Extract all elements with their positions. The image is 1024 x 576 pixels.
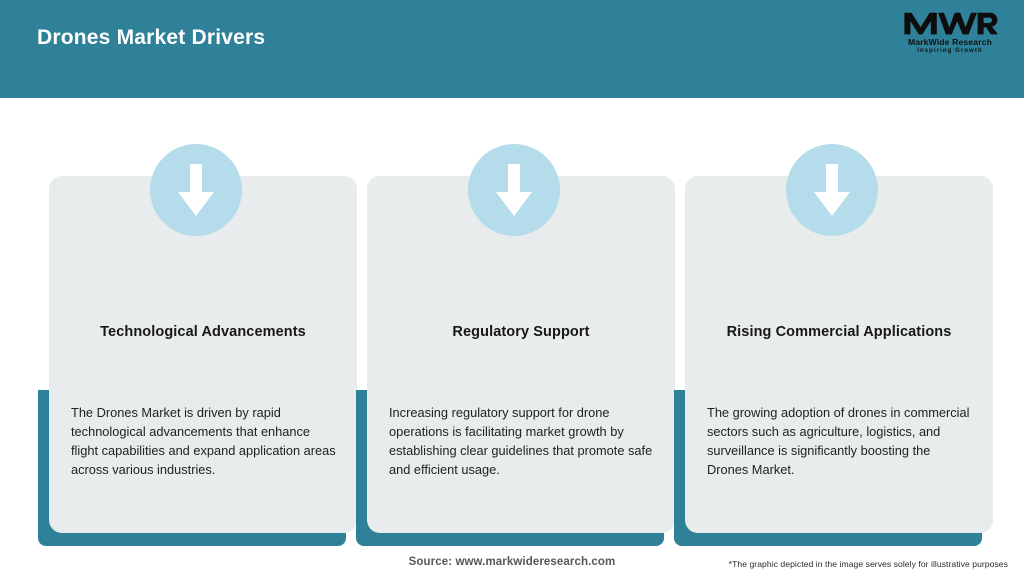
arrow-down-icon xyxy=(786,144,878,236)
page-header: Drones Market Drivers MarkWide Research … xyxy=(0,0,1024,98)
logo-company-name: MarkWide Research xyxy=(907,37,993,47)
disclaimer-note: *The graphic depicted in the image serve… xyxy=(728,559,1008,569)
driver-card-1: Technological Advancements The Drones Ma… xyxy=(38,98,358,546)
card-panel: Technological Advancements The Drones Ma… xyxy=(49,176,357,533)
card-body-text: The Drones Market is driven by rapid tec… xyxy=(71,405,336,477)
driver-card-3: Rising Commercial Applications The growi… xyxy=(674,98,994,546)
card-title: Rising Commercial Applications xyxy=(726,324,952,340)
arrow-down-icon xyxy=(150,144,242,236)
card-title: Technological Advancements xyxy=(100,324,306,340)
brand-logo: MarkWide Research Inspiring Growth xyxy=(894,8,1006,60)
mwr-logo-icon xyxy=(904,12,998,35)
card-body-text: Increasing regulatory support for drone … xyxy=(389,405,653,477)
logo-tagline: Inspiring Growth xyxy=(917,48,983,54)
driver-card-2: Regulatory Support Increasing regulatory… xyxy=(356,98,676,546)
page-title: Drones Market Drivers xyxy=(37,26,266,49)
card-title: Regulatory Support xyxy=(452,324,590,340)
card-panel: Regulatory Support Increasing regulatory… xyxy=(367,176,675,533)
arrow-down-icon xyxy=(468,144,560,236)
source-label: Source: www.markwideresearch.com xyxy=(408,556,616,568)
card-panel: Rising Commercial Applications The growi… xyxy=(685,176,993,533)
card-body-text: The growing adoption of drones in commer… xyxy=(707,405,970,477)
drivers-card-row: Technological Advancements The Drones Ma… xyxy=(0,98,1024,546)
